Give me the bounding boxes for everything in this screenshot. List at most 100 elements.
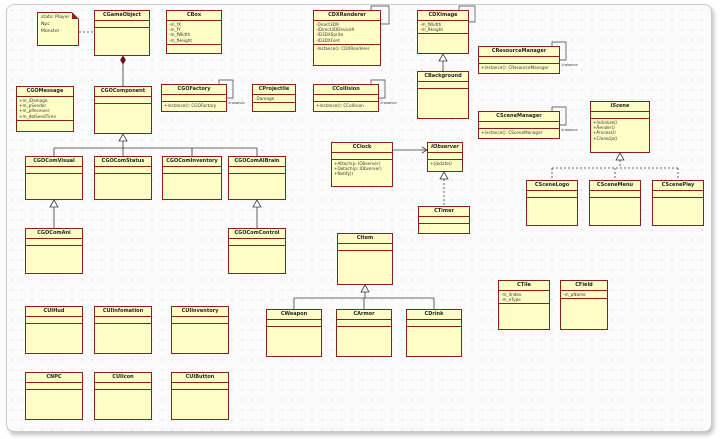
attributes-section (590, 191, 640, 198)
class-i-scene[interactable]: IScene+Initialize()+Render()+Process()+C… (590, 101, 650, 153)
class-name: CScenePlay (653, 181, 703, 191)
self-association-label: -Instance (561, 63, 578, 67)
operations-section (337, 327, 391, 329)
attribute: -ID3DXFont (316, 37, 340, 43)
attributes-section (653, 191, 703, 198)
operations-section (95, 174, 151, 176)
class-cgo-com-status[interactable]: CGOComStatus (94, 156, 152, 200)
class-cgo-message[interactable]: CGOMessage+m_iDamage+m_pSender+m_pReceiv… (16, 86, 74, 132)
operation: +Instance(): CGOFactory (164, 103, 217, 108)
class-c-scene-menu[interactable]: CSceneMenu (589, 180, 641, 226)
class-cgo-com-control[interactable]: CGOComControl (228, 228, 286, 274)
operations-section (172, 324, 228, 326)
class-name: CBox (167, 11, 221, 21)
operation: +Detach(p: IObserver) (334, 166, 382, 172)
class-c-armor[interactable]: CArmor (336, 309, 392, 357)
class-c-weapon[interactable]: CWeapon (266, 309, 322, 357)
class-cgo-com-ai-brain[interactable]: CGOComAIBrain (228, 156, 286, 200)
class-c-resource-manager[interactable]: CResourceManager +Instance(): CResourceMa… (478, 46, 560, 74)
attributes-section (95, 383, 151, 390)
attributes-section (337, 320, 391, 327)
class-cui-icon[interactable]: CUIIcon (94, 372, 152, 420)
operations-section (26, 390, 82, 392)
class-name: CGOComponent (95, 87, 151, 97)
operations-section (267, 327, 321, 329)
class-name: CTile (499, 281, 549, 291)
operations-section (253, 103, 295, 105)
attribute: -m_iIndex (501, 292, 522, 297)
class-cui-inventory[interactable]: CUIInventory (171, 306, 229, 354)
class-c-clock[interactable]: CClock+Attach(p: IObserver)+Detach(p: IO… (331, 142, 393, 187)
class-c-game-object[interactable]: CGameObject (94, 10, 150, 56)
attributes-section (332, 153, 392, 160)
attribute: -m_fHeight (169, 37, 193, 43)
class-c-box[interactable]: CBox-m_fX-m_fY-m_fWidth-m_fHeight (166, 10, 222, 54)
operations-section (26, 246, 82, 248)
class-c-timer[interactable]: CTimer (418, 206, 470, 234)
attributes-section (428, 153, 462, 160)
class-c-background[interactable]: CBackground (417, 71, 469, 119)
operation: +Attach(p: IObserver) (334, 161, 381, 166)
operations-section (527, 198, 577, 200)
class-c-field[interactable]: CField-m_pName (560, 280, 608, 330)
attributes-section (95, 167, 151, 174)
operation: +CleanUp() (593, 135, 618, 141)
class-name: CGOComAIBrain (229, 157, 285, 167)
class-name: CUIInventory (172, 307, 228, 317)
class-cdx-image[interactable]: CDXImage-m_fWidth-m_fHeight (417, 10, 469, 54)
operations-section (163, 174, 221, 176)
self-association-loop (551, 41, 567, 61)
class-c-scene-manager[interactable]: CSceneManager+Instance(): CSceneManager (478, 111, 560, 139)
class-cgo-component[interactable]: CGOComponent (94, 86, 152, 134)
class-name: CProjectile (253, 85, 295, 95)
class-name: CGOMessage (17, 87, 73, 97)
class-c-scene-play[interactable]: CScenePlay (652, 180, 704, 226)
operation: +Instance(): CCollision (316, 103, 364, 108)
class-cui-infomation[interactable]: CUIInfomation (94, 306, 152, 354)
operation: +Update() (430, 161, 452, 166)
class-cnpc[interactable]: CNPC (25, 372, 83, 420)
class-cgo-com-inventory[interactable]: CGOComInventory (162, 156, 222, 200)
class-cgo-com-ani[interactable]: CGOComAni (25, 228, 83, 274)
operations-section: +Instance(): CResourceManager (479, 64, 559, 71)
operations-section (95, 324, 151, 326)
class-cgo-factory[interactable]: CGOFactory+Instance(): CGOFactory (161, 84, 227, 112)
attributes-section (314, 95, 378, 102)
realization-arrowhead (615, 152, 625, 161)
class-cgo-com-visual[interactable]: CGOComVisual (25, 156, 83, 200)
attribute: -m_fWidth (169, 32, 191, 38)
class-cui-button[interactable]: CUIButton (171, 372, 229, 420)
attributes-section (418, 82, 468, 89)
class-c-collision[interactable]: CCollision+Instance(): CCollision (313, 84, 379, 112)
attribute: -m_fY (169, 27, 181, 33)
class-name: CGameObject (95, 11, 149, 21)
attribute: +m_iDamage (19, 98, 48, 103)
class-name: CNPC (26, 373, 82, 383)
class-c-projectile[interactable]: CProjectile-Damage (252, 84, 296, 112)
class-name: CGOComInventory (163, 157, 221, 167)
attributes-section (338, 244, 392, 251)
attributes-section (95, 21, 149, 28)
class-name: CResourceManager (479, 47, 559, 57)
operations-section (172, 390, 228, 392)
attributes-section: -Direct3D9-IDirect3DDevice9-ID3DXSprite-… (314, 21, 380, 45)
attributes-section (163, 167, 221, 174)
attributes-section (229, 167, 285, 174)
attribute: -IDirect3DDevice9 (316, 27, 355, 33)
attributes-section: -m_fWidth-m_fHeight (418, 21, 468, 35)
class-c-tile[interactable]: CTile-m_iIndex-m_eType (498, 280, 550, 330)
class-name: CDXImage (418, 11, 468, 21)
class-c-item[interactable]: CItem (337, 233, 393, 285)
class-cui-hud[interactable]: CUIHud (25, 306, 83, 354)
class-c-drink[interactable]: CDrink (406, 309, 462, 357)
attributes-section (26, 317, 82, 324)
operations-section: +Update() (428, 160, 462, 167)
attributes-section (26, 383, 82, 390)
class-cdx-renderer[interactable]: CDXRenderer-Direct3D9-IDirect3DDevice9-I… (313, 10, 381, 66)
operations-section (26, 174, 82, 176)
class-c-scene-logo[interactable]: CSceneLogo (526, 180, 578, 226)
inheritance-arrowhead (118, 133, 128, 142)
inheritance-arrowhead (360, 284, 370, 293)
class-i-observer[interactable]: IObserver+Update() (427, 142, 463, 172)
